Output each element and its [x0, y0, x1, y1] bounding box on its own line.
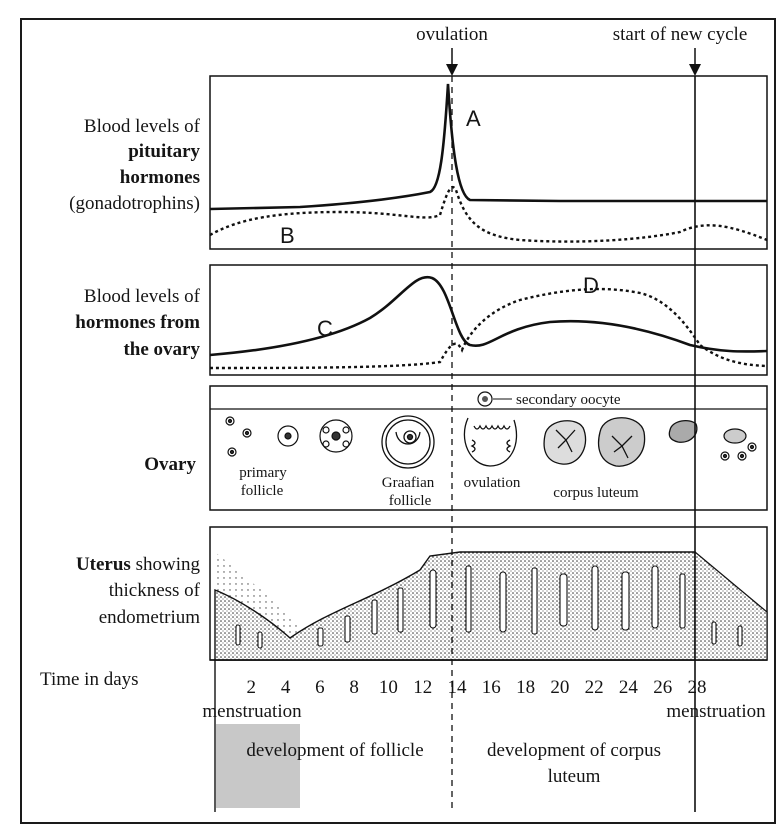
new-follicles-icon [721, 429, 756, 460]
ovary-hormone-label-3: the ovary [123, 339, 200, 360]
pituitary-label-4: (gonadotrophins) [69, 193, 200, 214]
ovulation-top-label: ovulation [416, 24, 488, 45]
new-cycle-label: start of new cycle [613, 24, 748, 45]
curve-a-line [210, 84, 767, 209]
ovary-label: Ovary [144, 454, 196, 475]
corpus-luteum-icon [544, 418, 697, 466]
dev-follicle-label: development of follicle [246, 740, 423, 761]
menstruation-left-label: menstruation [202, 701, 302, 722]
uterus-label-1b: showing [131, 554, 201, 575]
curve-d-label: D [583, 273, 599, 298]
ovary-hormone-label-1: Blood levels of [84, 286, 201, 307]
ovulation-arrow [446, 48, 458, 76]
time-tick-22: 22 [585, 677, 604, 698]
primary-follicles-icon [226, 417, 352, 456]
curve-d-line [210, 289, 767, 368]
graafian-follicle-label-1: Graafian [382, 475, 435, 491]
ovulation-follicle-icon [464, 418, 516, 466]
time-tick-28: 28 [688, 677, 707, 698]
time-tick-6: 6 [315, 677, 325, 698]
new-cycle-arrow [689, 48, 701, 76]
secondary-oocyte-label: secondary oocyte [516, 392, 621, 408]
curve-a-label: A [466, 106, 481, 131]
time-tick-20: 20 [550, 677, 569, 698]
endometrium-new-cycle [695, 552, 767, 660]
menstruation-shade [216, 724, 300, 808]
dev-corpus-label-2: luteum [548, 766, 601, 787]
pituitary-label-2: pituitary [128, 141, 200, 162]
uterus-label-2: thickness of [109, 580, 201, 601]
graafian-follicle-icon [382, 416, 434, 468]
pituitary-label-1: Blood levels of [84, 116, 201, 137]
graafian-follicle-label-2: follicle [389, 493, 432, 509]
time-axis-label: Time in days [40, 669, 139, 690]
time-tick-16: 16 [482, 677, 501, 698]
time-tick-2: 2 [247, 677, 257, 698]
pituitary-label-3: hormones [120, 167, 200, 188]
time-tick-24: 24 [619, 677, 639, 698]
time-tick-14: 14 [448, 677, 468, 698]
primary-follicle-label-1: primary [239, 465, 287, 481]
time-tick-8: 8 [349, 677, 359, 698]
uterus-label-bold: Uterus showing [76, 554, 201, 575]
ovulation-ovary-label: ovulation [464, 475, 521, 491]
time-tick-18: 18 [516, 677, 535, 698]
menstruation-right-label: menstruation [666, 701, 766, 722]
primary-follicle-label-2: follicle [241, 483, 284, 499]
time-tick-10: 10 [379, 677, 398, 698]
time-tick-26: 26 [653, 677, 672, 698]
time-tick-12: 12 [413, 677, 432, 698]
dev-corpus-label-1: development of corpus [487, 740, 661, 761]
ovarian-hormones-panel [210, 265, 767, 375]
curve-c-label: C [317, 316, 333, 341]
corpus-luteum-label: corpus luteum [553, 485, 639, 501]
time-tick-4: 4 [281, 677, 291, 698]
uterus-label-1: Uterus [76, 554, 131, 575]
secondary-oocyte-icon [478, 392, 512, 406]
uterus-label-3: endometrium [99, 607, 201, 628]
curve-b-label: B [280, 223, 295, 248]
ovary-hormone-label-2: hormones from [75, 312, 200, 333]
